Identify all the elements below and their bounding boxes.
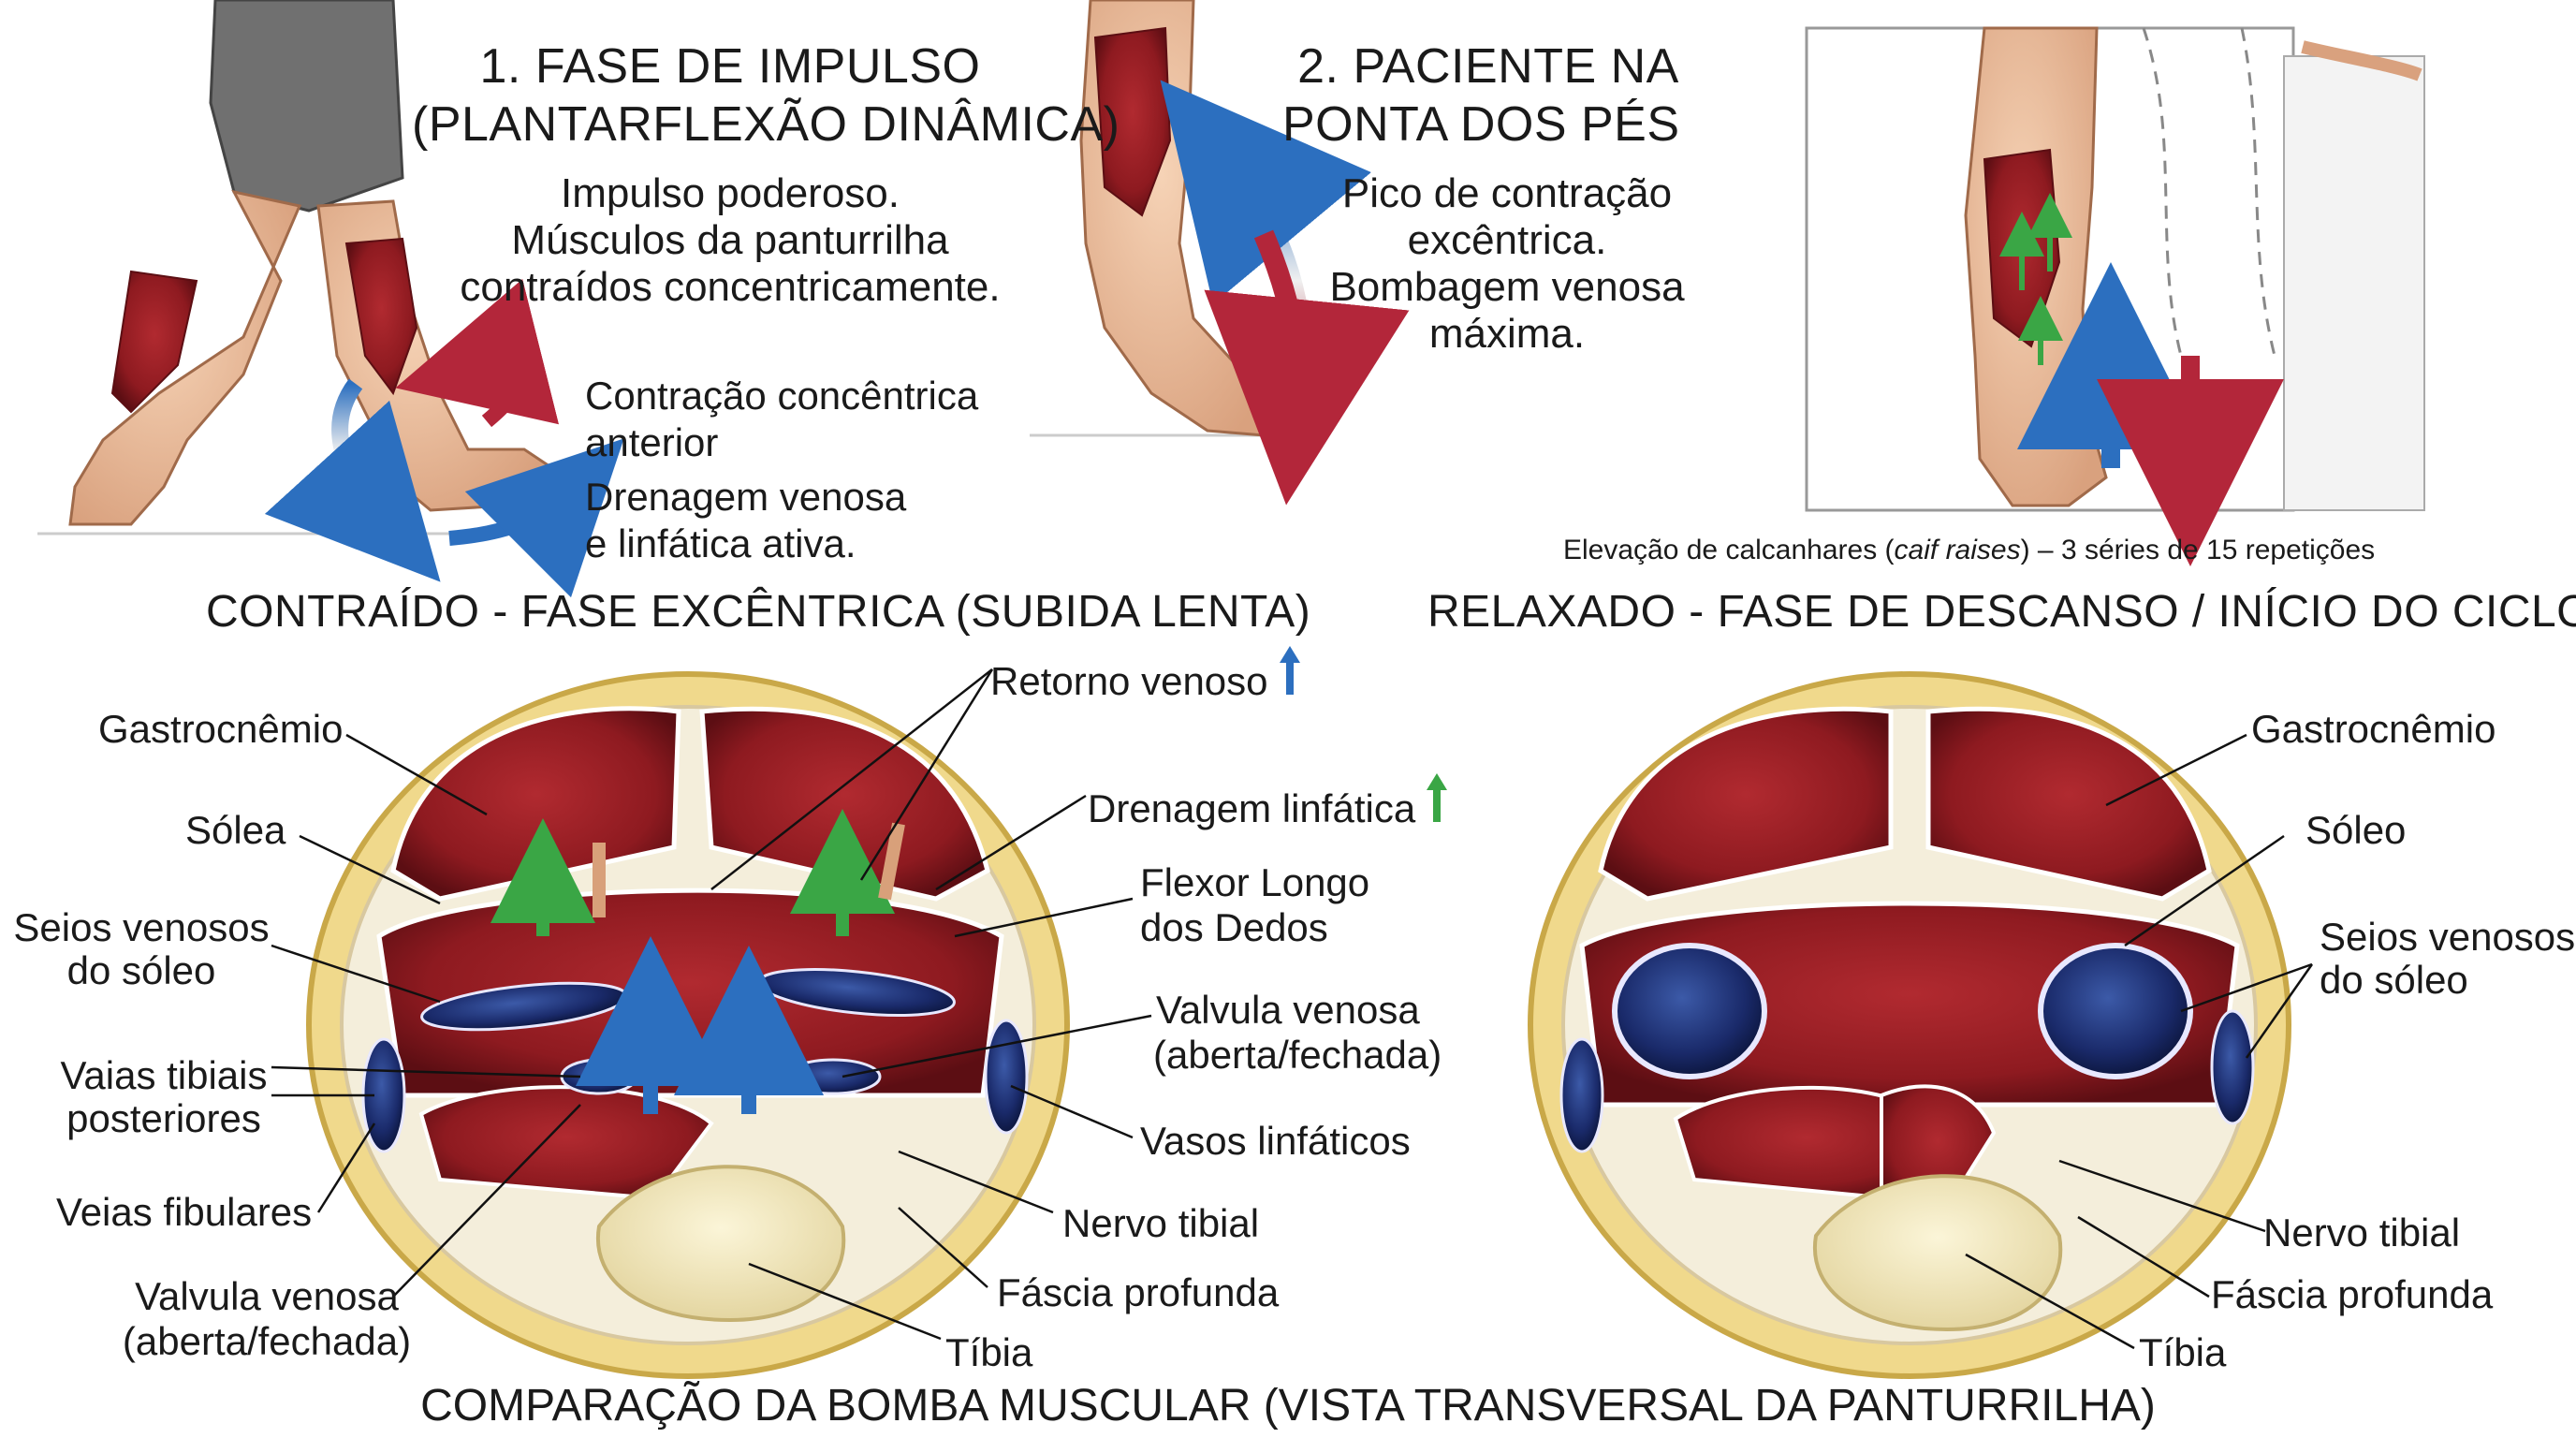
right-label-seios-line1: Seios venosos [2320, 915, 2576, 959]
leader-lines [271, 668, 2314, 1350]
panel2-body-line4: máxima. [1428, 311, 1586, 357]
cross-section-relaxed [1528, 671, 2291, 1379]
section-heading-relaxed: RELAXADO - FASE DE DESCANSO / INÍCIO DO … [1427, 587, 2576, 637]
panel1-note-drainage-line1: Drenagem venosa [585, 475, 907, 519]
panel2-body-line2: excêntrica. [1407, 217, 1607, 263]
left-label-valvula-line2: (aberta/fechada) [122, 1319, 412, 1363]
arrow-up-blue-icon [1279, 646, 1300, 695]
panel2-body-line3: Bombagem venosa [1329, 264, 1685, 310]
left-label-retorno: Retorno venoso [990, 646, 1300, 703]
left-label-gastrocnemio: Gastrocnêmio [98, 707, 344, 751]
left-label-seios-line2: do sóleo [66, 948, 216, 992]
left-label-seios-line1: Seios venosos [13, 905, 270, 949]
panel1-note-contraction-line1: Contração concêntrica [585, 374, 979, 418]
left-label-flexor-line1: Flexor Longo [1140, 860, 1370, 904]
panel1-title-line2: (PLANTARFLEXÃO DINÂMICA) [412, 97, 1120, 152]
left-label-tibiais-line2: posteriores [66, 1096, 261, 1140]
footer-title: COMPARAÇÃO DA BOMBA MUSCULAR (VISTA TRAN… [0, 1380, 2576, 1432]
footer-title-light: (VISTA TRANSVERSAL DA PANTURRILHA) [1251, 1381, 2156, 1431]
left-label-fibulares: Veias fibulares [56, 1190, 313, 1234]
footer-title-bold: COMPARAÇÃO DA BOMBA MUSCULAR [420, 1381, 1251, 1431]
left-label-retorno-text: Retorno venoso [990, 659, 1268, 703]
leg-calf-raise-illustration [1805, 26, 2425, 566]
panel1-title-line1: 1. FASE DE IMPULSO [479, 39, 981, 94]
panel1-note-drainage-line2: e linfática ativa. [585, 521, 856, 565]
left-label-fascia: Fáscia profunda [997, 1270, 1280, 1314]
right-label-fascia: Fáscia profunda [2211, 1272, 2494, 1316]
section-heading-contracted: CONTRAÍDO - FASE EXCÊNTRICA (SUBIDA LENT… [206, 587, 1311, 637]
arrow-up-green-icon [1427, 773, 1448, 822]
cross-section-contracted [306, 671, 1070, 1379]
panel2-title-line2: PONTA DOS PÉS [1282, 97, 1680, 152]
left-label-soleo: Sólea [185, 808, 286, 852]
panel3-caption: Elevação de calcanhares (caif raises) – … [1563, 534, 2375, 567]
left-label-valvula-right-line2: (aberta/fechada) [1153, 1033, 1442, 1077]
panel1-body-line2: Músculos da panturrilha [511, 217, 949, 263]
left-label-valvula-right-line1: Valvula venosa [1156, 988, 1420, 1032]
left-label-drenagem: Drenagem linfática [1088, 773, 1448, 830]
panel1-note-contraction-line2: anterior [585, 420, 719, 464]
panel3-caption-italic: caif raises [1894, 535, 2021, 565]
panel2-body-line1: Pico de contração [1341, 170, 1673, 216]
right-label-soleo: Sóleo [2305, 808, 2407, 852]
left-label-tibia: Tíbia [945, 1330, 1033, 1374]
left-label-nervo: Nervo tibial [1062, 1201, 1260, 1245]
panel1-body-line1: Impulso poderoso. [561, 170, 900, 216]
left-label-flexor-line2: dos Dedos [1140, 905, 1328, 949]
panel1-body-line3: contraídos concentricamente. [460, 264, 1001, 310]
leg-tiptoe-illustration [1030, 0, 1410, 506]
right-label-seios-line2: do sóleo [2320, 958, 2468, 1002]
leg-walking-illustration [37, 0, 624, 598]
left-label-linfaticos: Vasos linfáticos [1140, 1119, 1411, 1163]
left-label-valvula-line1: Valvula venosa [135, 1274, 399, 1318]
left-label-drenagem-text: Drenagem linfática [1088, 786, 1416, 830]
panel3-caption-post: ) – 3 séries de 15 repetições [2020, 535, 2376, 565]
panel3-caption-pre: Elevação de calcanhares ( [1563, 535, 1895, 565]
right-label-tibia: Tíbia [2139, 1330, 2227, 1374]
right-label-nervo: Nervo tibial [2263, 1211, 2461, 1255]
right-label-gastrocnemio: Gastrocnêmio [2251, 707, 2496, 751]
panel2-title-line1: 2. PACIENTE NA [1297, 39, 1679, 94]
left-label-tibiais-line1: Vaias tibiais [60, 1053, 268, 1097]
